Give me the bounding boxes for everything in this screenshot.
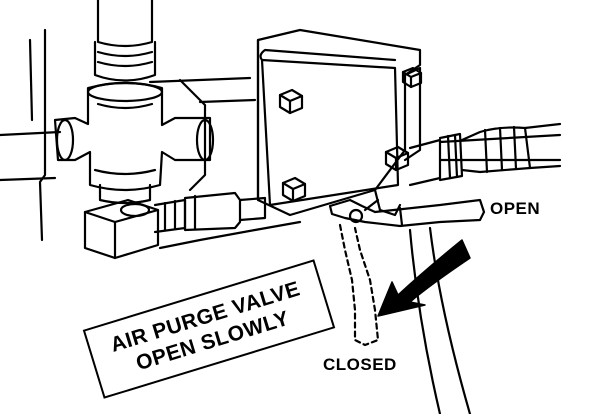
base-lines	[158, 220, 302, 250]
open-label: OPEN	[490, 199, 541, 218]
bolt-top-left	[278, 88, 304, 115]
bolt-bottom-left	[281, 176, 307, 203]
left-wall-frame	[0, 28, 62, 242]
housing-bolts	[278, 66, 423, 203]
cross-fitting	[53, 81, 215, 205]
top-vertical-hose	[93, 0, 157, 82]
purge-hose-connector	[153, 191, 267, 234]
rotation-arrow	[377, 239, 471, 317]
mounting-body	[148, 76, 562, 192]
bottom-block-fitting	[83, 198, 160, 260]
pipe-curve	[408, 226, 472, 414]
valve-housing	[256, 28, 422, 217]
right-hose-fitting	[408, 122, 562, 187]
bolt-top-right	[401, 66, 423, 89]
closed-label: CLOSED	[323, 355, 397, 374]
bolt-bottom-right	[384, 145, 410, 172]
valve-handle-open-position	[328, 198, 486, 228]
valve-handle-closed-position	[338, 223, 380, 347]
